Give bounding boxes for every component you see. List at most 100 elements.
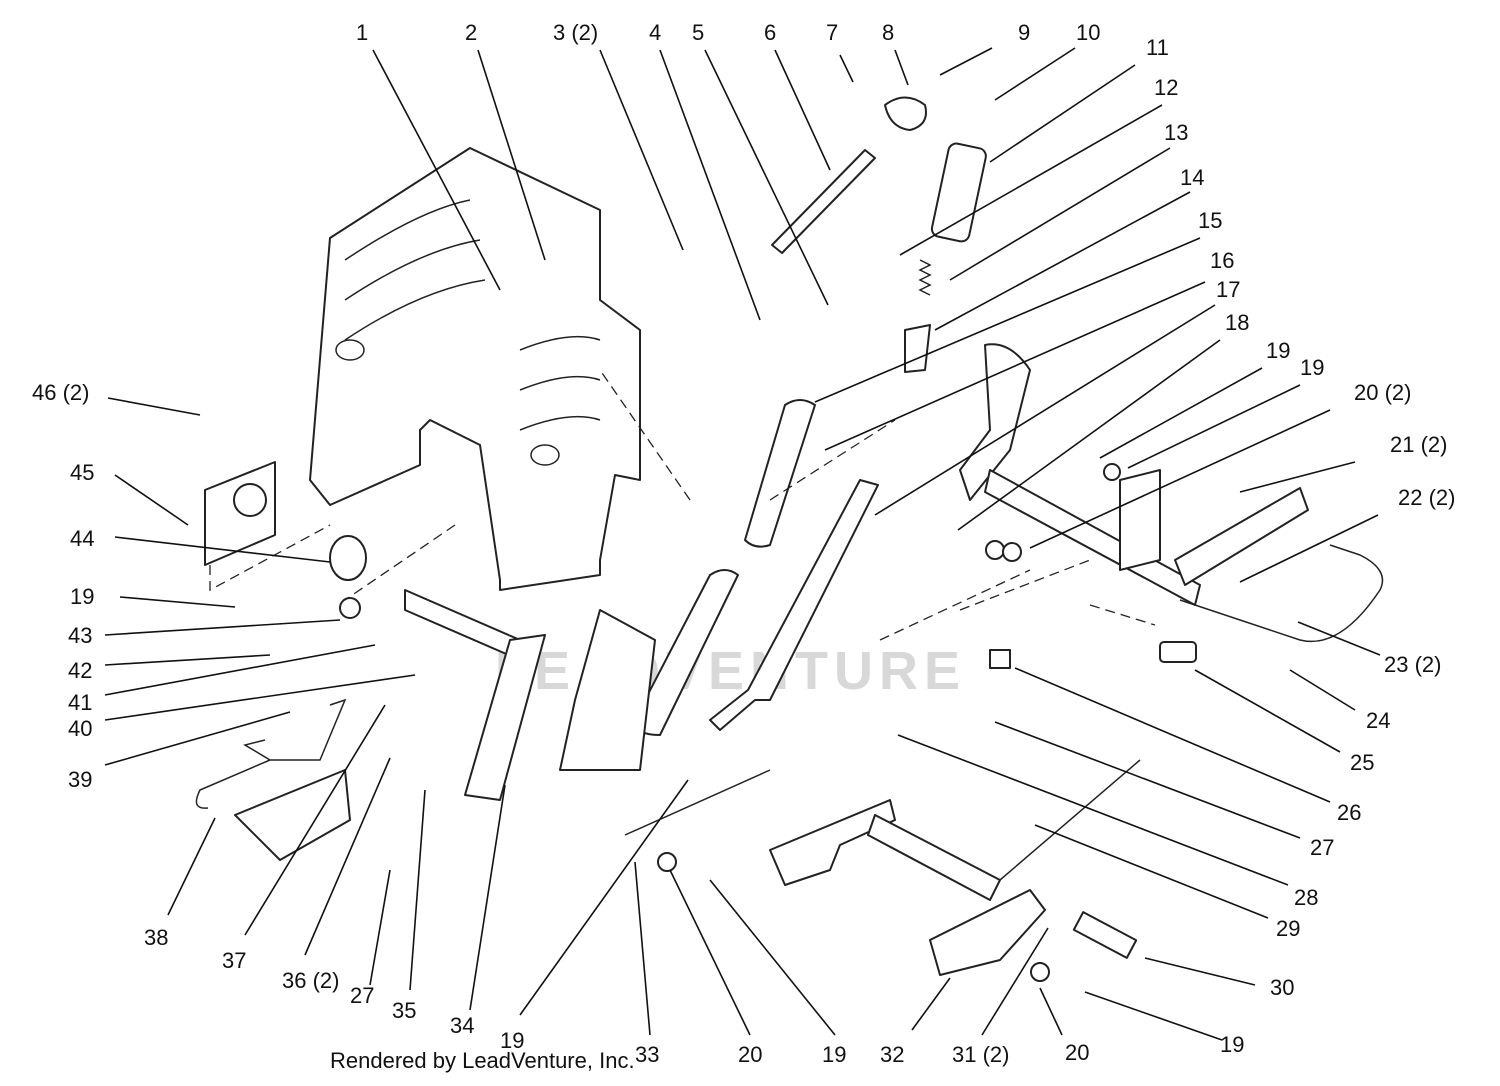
shift-rod (771, 149, 876, 254)
console-emblem-2 (530, 444, 560, 466)
leader-19f (119, 596, 236, 608)
leader-2 (477, 49, 546, 261)
leader-43 (104, 619, 341, 636)
leader-22 (1239, 514, 1379, 583)
callout-28: 28 (1294, 885, 1318, 910)
callout-6: 6 (764, 20, 776, 45)
callout-19c: 19 (1220, 1032, 1244, 1057)
callout-26: 26 (1337, 800, 1361, 825)
leader-41 (104, 644, 376, 696)
callout-27a: 27 (1310, 835, 1334, 860)
callout-13: 13 (1164, 120, 1188, 145)
callout-33: 33 (635, 1042, 659, 1067)
leader-20b (1039, 987, 1063, 1036)
wire-link (195, 698, 347, 809)
callout-20b: 20 (1065, 1040, 1089, 1065)
leader-36 (304, 757, 391, 956)
leader-21 (1239, 461, 1356, 493)
assembly-line-6 (599, 369, 691, 501)
leader-3 (599, 49, 684, 251)
callout-45: 45 (70, 460, 94, 485)
nut-26 (989, 649, 1011, 669)
link-plate-right (1174, 487, 1309, 586)
leader-19d (709, 879, 836, 1036)
callout-19b: 19 (1300, 355, 1324, 380)
leader-31 (981, 927, 1049, 1036)
callout-38: 38 (144, 925, 168, 950)
leader-23 (1297, 621, 1381, 656)
pedal-arm (959, 343, 1031, 501)
leader-30 (1144, 957, 1256, 986)
shaft-left (404, 589, 521, 661)
callout-11: 11 (1146, 35, 1169, 60)
threaded-rod-left (624, 769, 771, 836)
leader-19a (1099, 367, 1263, 459)
callout-24: 24 (1366, 708, 1390, 733)
leader-10 (994, 47, 1076, 101)
assembly-line-1 (209, 524, 331, 592)
callout-10: 10 (1076, 20, 1100, 45)
callout-46: 46 (2) (32, 380, 89, 405)
leader-19c (1084, 991, 1223, 1041)
callout-31: 31 (2) (952, 1042, 1009, 1067)
lower-lever (769, 799, 896, 886)
pin-30 (1072, 911, 1138, 959)
callout-37: 37 (222, 948, 246, 973)
assembly-line-3 (879, 569, 1031, 641)
leader-1 (372, 49, 501, 291)
callout-12: 12 (1154, 75, 1178, 100)
callout-32: 32 (880, 1042, 904, 1067)
leader-18 (957, 339, 1221, 531)
leader-8 (894, 49, 909, 86)
bracket-center (559, 609, 656, 771)
console-emblem (335, 339, 365, 361)
bushing (904, 324, 931, 373)
leader-20a (1029, 409, 1331, 549)
callout-4: 4 (649, 20, 661, 45)
spring (918, 259, 932, 296)
u-bar (1179, 544, 1384, 643)
washer-43 (339, 597, 361, 619)
leader-4 (659, 49, 761, 321)
leader-34 (469, 784, 506, 1011)
callout-labels: 1 2 3 (2) 4 5 6 7 8 9 10 11 12 13 14 15 … (32, 20, 1455, 1067)
callout-20a: 20 (2) (1354, 380, 1411, 405)
cam-plate (234, 769, 351, 861)
leader-5 (704, 49, 829, 306)
leader-25 (1194, 669, 1341, 753)
pivot-arm (464, 634, 546, 801)
leader-7 (839, 54, 854, 83)
leader-12 (899, 104, 1163, 256)
callout-19d: 19 (822, 1042, 846, 1067)
callout-3: 3 (2) (553, 20, 598, 45)
console-housing (309, 147, 641, 591)
callout-35: 35 (392, 998, 416, 1023)
assembly-line-7 (1089, 604, 1156, 626)
leader-26 (1014, 667, 1331, 803)
callout-30: 30 (1270, 975, 1294, 1000)
knob (884, 96, 927, 131)
callout-16: 16 (1210, 248, 1234, 273)
leader-13 (949, 147, 1171, 281)
brake-bracket (1119, 469, 1161, 571)
threaded-rod-right (999, 759, 1141, 881)
callout-23: 23 (2) (1384, 652, 1441, 677)
lower-shaft (867, 814, 1001, 901)
leader-32 (911, 977, 951, 1031)
washer-20-upper-2 (1002, 542, 1022, 562)
assembly-line-4 (959, 559, 1091, 611)
washer-20-right (1030, 962, 1050, 982)
leader-11 (989, 64, 1136, 163)
leader-16 (824, 281, 1206, 451)
leader-42 (104, 654, 271, 666)
leader-20c (669, 869, 751, 1036)
assembly-line-2 (344, 524, 456, 601)
watermark-text: LEADVENTURE (495, 641, 967, 701)
callout-7: 7 (826, 20, 838, 45)
leader-33 (634, 861, 651, 1036)
callout-19a: 19 (1266, 338, 1290, 363)
callout-34: 34 (450, 1013, 474, 1038)
callout-42: 42 (68, 658, 92, 683)
callout-17: 17 (1216, 277, 1240, 302)
